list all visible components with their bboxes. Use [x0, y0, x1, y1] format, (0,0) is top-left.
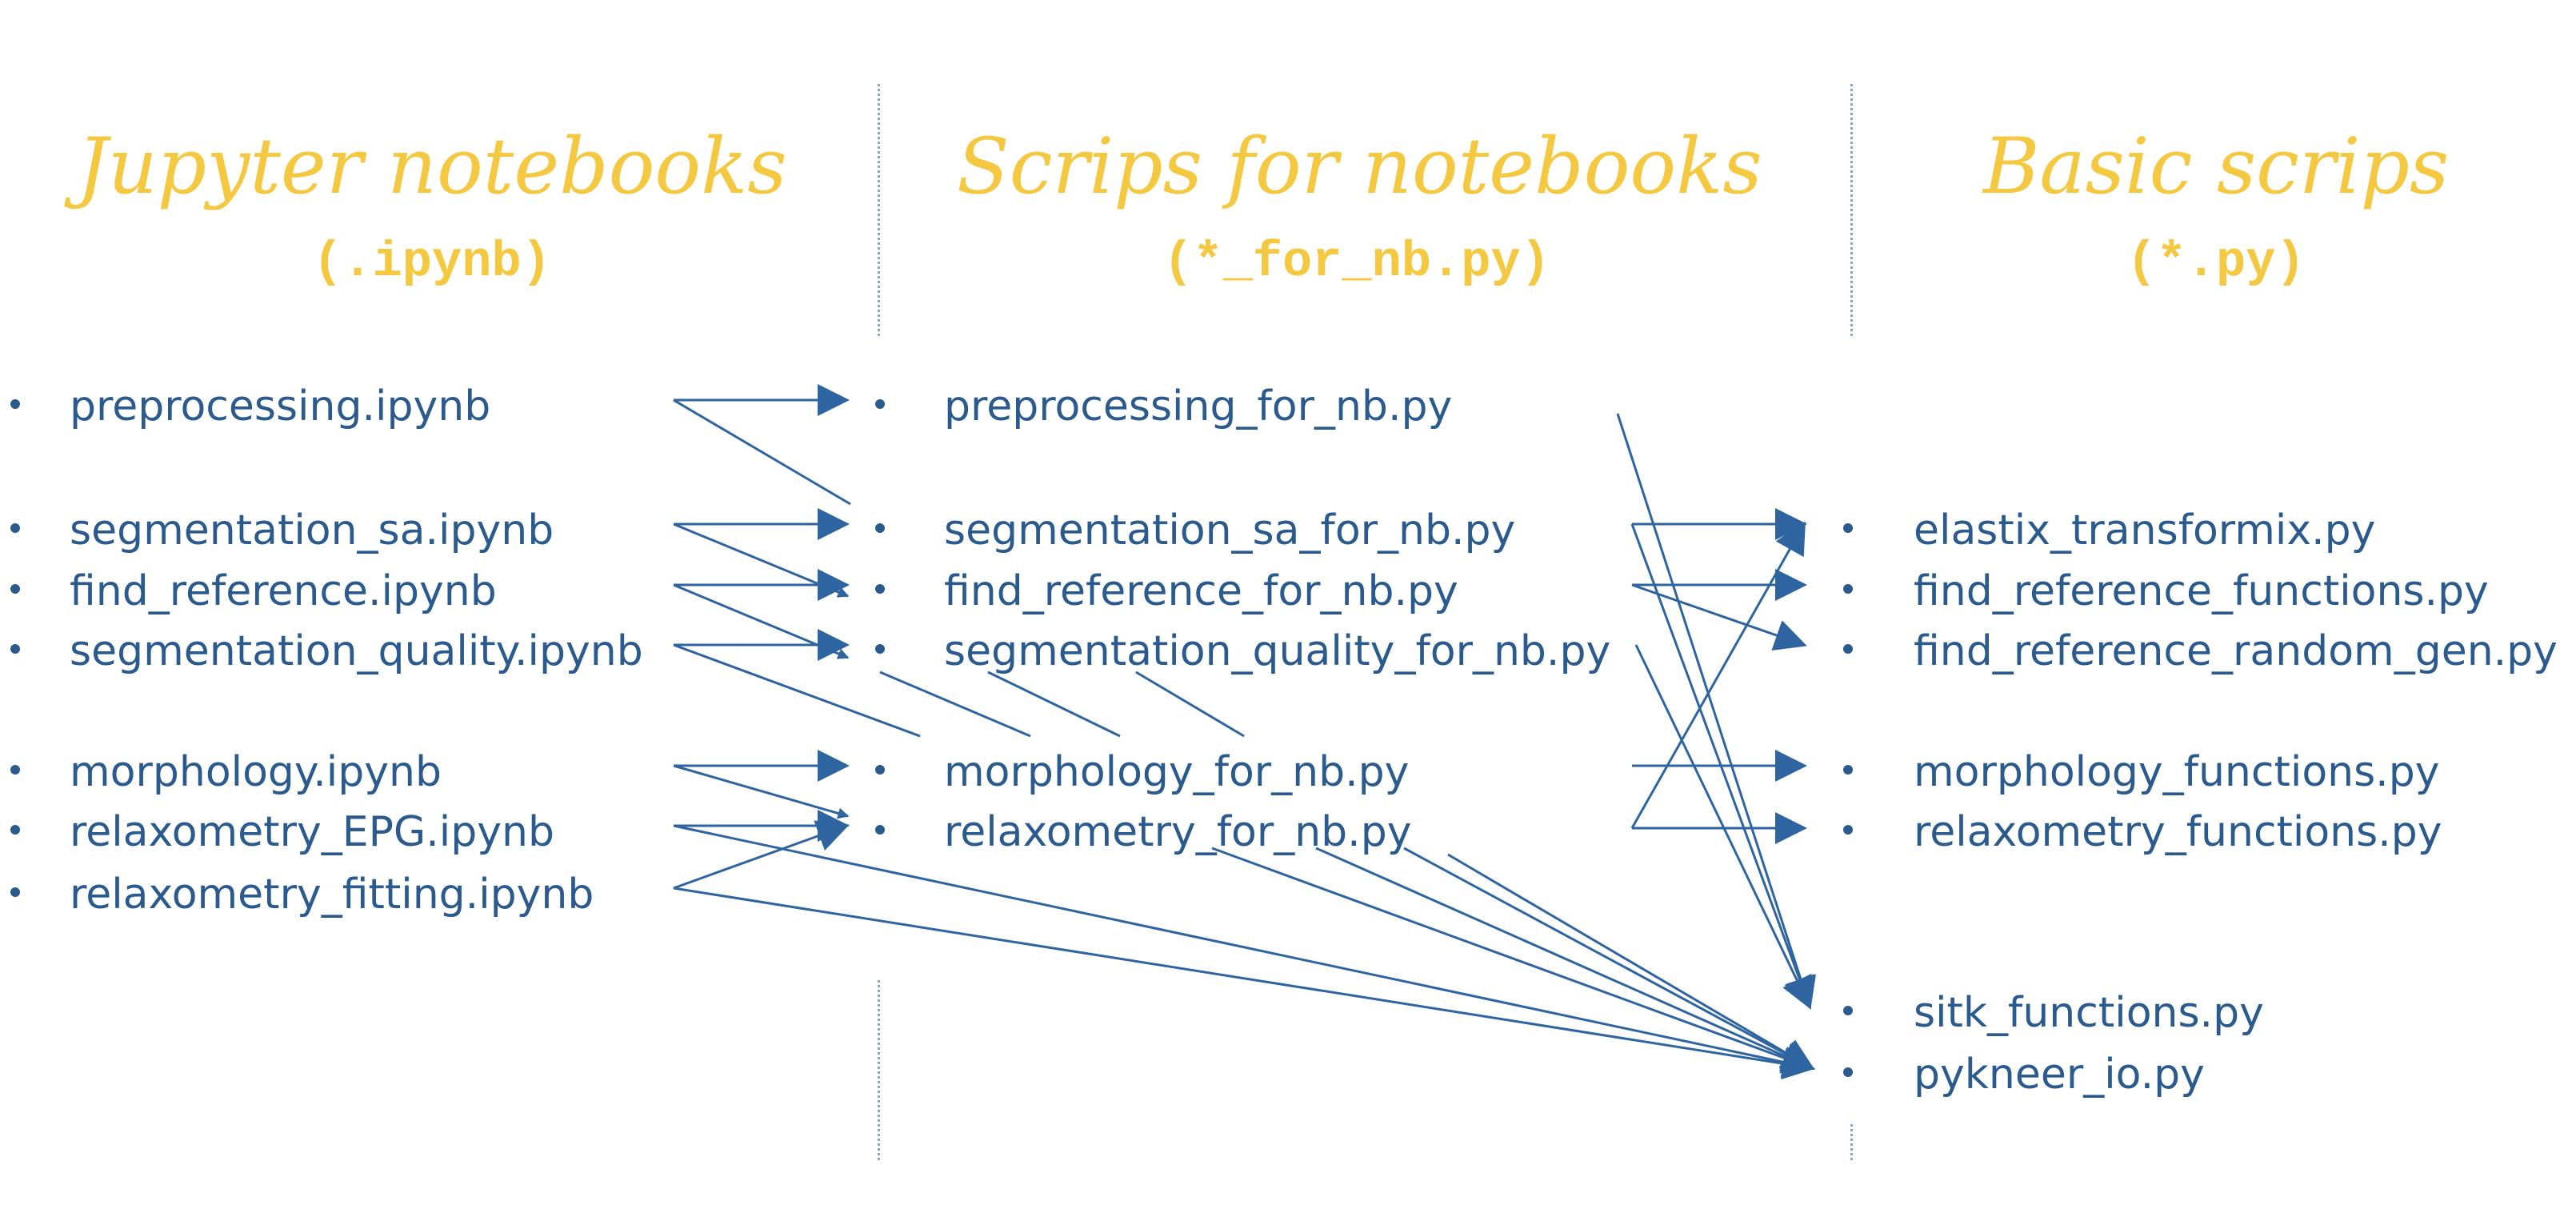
col-title-notebooks: Jupyter notebooks [77, 122, 787, 211]
bullet [10, 399, 20, 409]
bullet [875, 825, 885, 835]
bullet [1843, 825, 1853, 835]
basic-script-pykneer-io: pykneer_io.py [1914, 1051, 2205, 1099]
col-title-nb-scripts: Scrips for notebooks [957, 122, 1762, 211]
link-quality-morph [673, 643, 921, 738]
bullet [1843, 584, 1853, 594]
notebook-relaxometry-epg: relaxometry_EPG.ipynb [70, 808, 554, 856]
bullet [1843, 644, 1853, 654]
basic-script-find-reference-functions: find_reference_functions.py [1914, 567, 2489, 615]
nb-script-segmentation-sa: segmentation_sa_for_nb.py [944, 506, 1516, 554]
bullet [1843, 765, 1853, 775]
basic-script-relaxometry-functions: relaxometry_functions.py [1914, 808, 2442, 856]
col-title-basic-scripts: Basic scrips [1982, 122, 2450, 211]
nb-script-preprocessing: preprocessing_for_nb.py [944, 382, 1453, 430]
bullet [10, 584, 20, 594]
notebook-segmentation-quality: segmentation_quality.ipynb [70, 627, 643, 675]
basic-script-find-reference-random-gen: find_reference_random_gen.py [1914, 627, 2558, 675]
stroke-a [879, 671, 1031, 738]
arrow-morph-io [1211, 847, 1815, 1074]
bullet [875, 644, 885, 654]
arrow-relax-fit-io [673, 887, 1815, 1080]
arrow-nb-relax-fit [673, 820, 850, 890]
notebook-segmentation-sa: segmentation_sa.ipynb [70, 506, 554, 554]
bullet [1843, 523, 1853, 533]
arrow-relax-epg-io [673, 824, 1815, 1079]
link-preprocessing-seg [673, 398, 851, 506]
arrow-quality-sitk [1634, 644, 1812, 1010]
divider-1-top [878, 84, 880, 336]
notebook-morphology: morphology.ipynb [70, 748, 442, 796]
stroke-b [987, 671, 1121, 738]
nb-script-find-reference: find_reference_for_nb.py [944, 567, 1458, 615]
arrow-find-ref-random [1631, 583, 1807, 651]
link-morph-relax [673, 764, 850, 819]
arrow-relax-io-a [1315, 847, 1815, 1071]
bullet [875, 523, 885, 533]
nb-script-morphology: morphology_for_nb.py [944, 748, 1410, 796]
divider-1-bottom [878, 980, 880, 1160]
nb-script-relaxometry: relaxometry_for_nb.py [944, 808, 1412, 856]
arrow-relax-io-b [1403, 847, 1815, 1070]
bullet [10, 765, 20, 775]
bullet [10, 644, 20, 654]
bullet [1843, 1067, 1853, 1077]
basic-script-elastix-transformix: elastix_transformix.py [1914, 506, 2376, 554]
col-subtitle-basic-scripts: (*.py) [2126, 234, 2306, 290]
bullet [10, 887, 20, 897]
bullet [10, 825, 20, 835]
notebook-relaxometry-fitting: relaxometry_fitting.ipynb [70, 871, 594, 919]
bullet [875, 765, 885, 775]
link-seg-sa-find-ref [673, 522, 850, 598]
bullet [1843, 1006, 1853, 1015]
link-find-ref-quality [673, 583, 850, 659]
notebook-find-reference: find_reference.ipynb [70, 567, 497, 615]
arrow-relax-io-c [1447, 853, 1815, 1071]
bullet [875, 399, 885, 409]
arrow-relax-elastix [1630, 521, 1806, 829]
col-subtitle-notebooks: (.ipynb) [313, 234, 551, 290]
stroke-c [1135, 671, 1245, 738]
basic-script-sitk-functions: sitk_functions.py [1914, 989, 2264, 1037]
arrow-preprocessing-sitk [1616, 413, 1816, 1010]
nb-script-segmentation-quality: segmentation_quality_for_nb.py [944, 627, 1611, 675]
divider-2-bottom [1850, 1124, 1853, 1160]
divider-2-top [1850, 84, 1853, 336]
notebook-preprocessing: preprocessing.ipynb [70, 382, 491, 430]
bullet [10, 523, 20, 533]
bullet [875, 584, 885, 594]
col-subtitle-nb-scripts: (*_for_nb.py) [1163, 234, 1550, 290]
basic-script-morphology-functions: morphology_functions.py [1914, 748, 2440, 796]
arrow-seg-sa-sitk [1630, 523, 1815, 1010]
